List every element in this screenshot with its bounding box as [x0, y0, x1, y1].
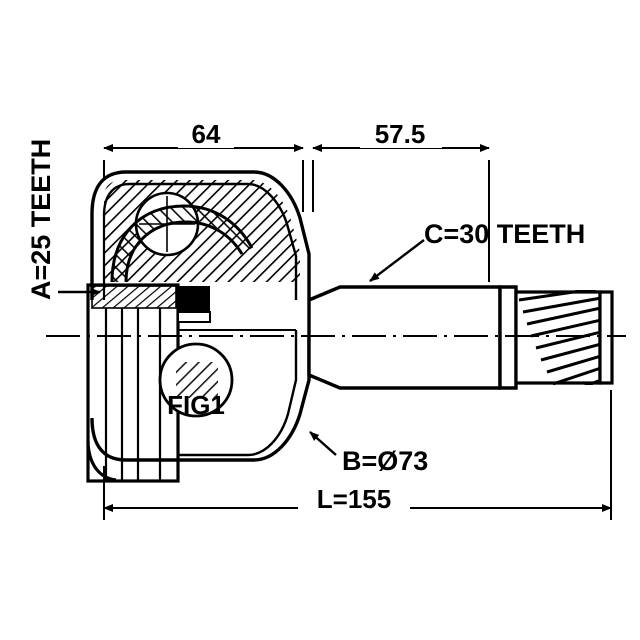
leader-diameter-b: B=Ø73 — [309, 431, 428, 476]
spline-c-end — [514, 290, 614, 385]
leader-spline-a: A=25 TEETH — [26, 139, 101, 300]
label-fig1: FIG1 — [167, 390, 225, 420]
shaft-body — [307, 285, 518, 390]
leader-spline-c: C=30 TEETH — [369, 219, 585, 282]
lower-bell-hatch — [178, 329, 298, 457]
label-total-length: L=155 — [317, 484, 391, 514]
label-left-span: 64 — [192, 119, 221, 149]
dimension-left-span: 64 — [103, 118, 304, 212]
inner-race-band — [110, 204, 254, 283]
label-right-span: 57.5 — [375, 119, 426, 149]
dimension-right-span: 57.5 — [312, 118, 490, 282]
label-diameter-b: B=Ø73 — [342, 446, 428, 476]
fig1-detail — [158, 342, 234, 418]
label-spline-c: C=30 TEETH — [424, 219, 585, 249]
dimension-total-length: L=155 — [103, 390, 612, 520]
label-spline-a: A=25 TEETH — [26, 139, 56, 300]
